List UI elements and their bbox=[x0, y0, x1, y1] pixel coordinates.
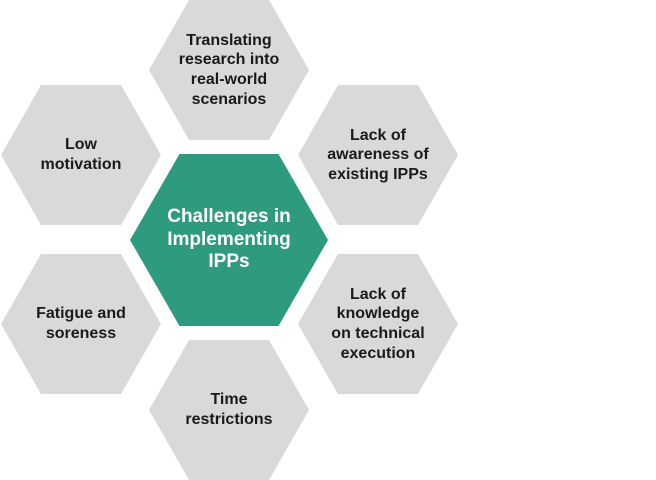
label-translating-research: Translating research into real-world sce… bbox=[178, 31, 280, 108]
hex-center bbox=[130, 154, 328, 326]
label-fatigue-and-soreness: Fatigue and soreness bbox=[36, 305, 126, 342]
label-lack-of-awareness: Lack of awareness of existing IPPs bbox=[327, 126, 429, 183]
label-low-motivation: Low motivation bbox=[40, 136, 122, 173]
hex-top bbox=[149, 0, 309, 140]
hex-bottom bbox=[149, 340, 309, 480]
hex-upper-left bbox=[1, 85, 161, 225]
hex-lower-left bbox=[1, 254, 161, 394]
hex-lower-right bbox=[298, 254, 458, 394]
label-lack-of-knowledge: Lack of knowledge on technical execution bbox=[331, 285, 425, 362]
label-center-challenges: Challenges in Implementing IPPs bbox=[167, 205, 291, 273]
label-time-restrictions: Time restrictions bbox=[185, 391, 273, 428]
hex-upper-right bbox=[298, 85, 458, 225]
